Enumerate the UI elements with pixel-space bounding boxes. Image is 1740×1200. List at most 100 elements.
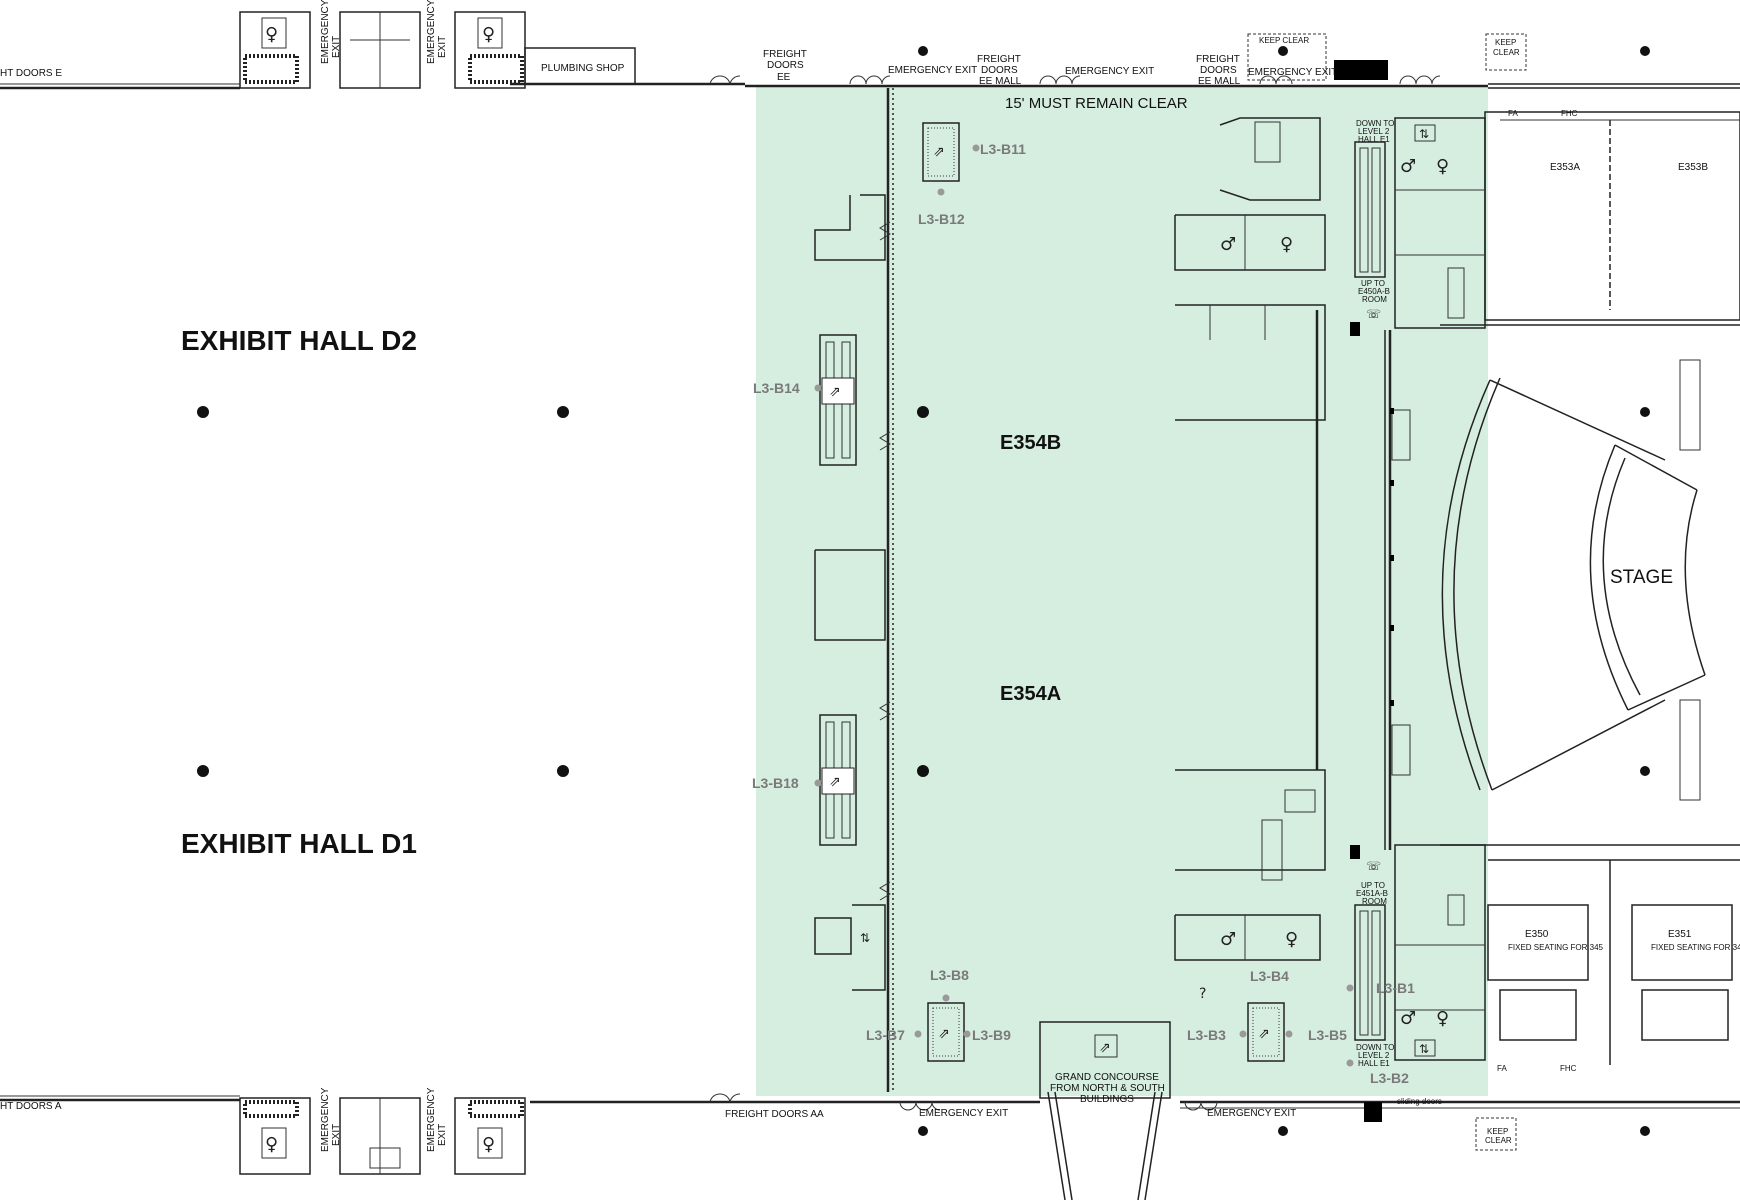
down-top-1: DOWN TO [1356, 119, 1394, 128]
svg-text:♀: ♀ [1436, 1008, 1449, 1029]
column-icon [917, 406, 929, 418]
exit-top-2: EXIT [437, 36, 448, 58]
grand-concourse-1: GRAND CONCOURSE [1055, 1072, 1159, 1083]
room-e353a: E353A [1550, 162, 1580, 173]
down-bot-2: LEVEL 2 [1358, 1051, 1390, 1060]
emergency-exit-bot-1: EMERGENCY [320, 1087, 331, 1152]
info-icon: ? [1199, 986, 1206, 1002]
svg-text:♂: ♂ [1400, 1008, 1416, 1029]
svg-text:♀: ♀ [265, 24, 278, 45]
freight-ee-mall-3: EE MALL [979, 76, 1022, 87]
booth-l3-b8: L3-B8 [930, 967, 969, 983]
highlight-zone [756, 86, 1488, 1096]
grand-concourse-2: FROM NORTH & SOUTH [1050, 1083, 1165, 1094]
down-top-3: HALL E1 [1358, 135, 1390, 144]
down-bot-1: DOWN TO [1356, 1043, 1394, 1052]
column-icon [1640, 1126, 1650, 1136]
booth-l3-b2: L3-B2 [1370, 1070, 1409, 1086]
restroom-icon: ♀ ♀ ♀ ♀ ♂ ♀ ♂ ♀ ♂ ♀ ♂ ♀ [265, 24, 1449, 1155]
up-top-3: ROOM [1362, 295, 1387, 304]
columns [197, 46, 1650, 1136]
booth-l3-b18: L3-B18 [752, 775, 799, 791]
svg-text:♀: ♀ [1285, 929, 1298, 950]
freight-doors-ee-2: DOORS [767, 60, 804, 71]
elevator-icon: ⇅ ⇅ ⇅ [860, 127, 1429, 1056]
booth-l3-b4: L3-B4 [1250, 968, 1289, 984]
column-icon [917, 765, 929, 777]
fa-bottom: FA [1497, 1064, 1507, 1073]
room-e350-note: FIXED SEATING FOR 345 [1508, 943, 1604, 952]
fa-top-right: FA [1508, 109, 1518, 118]
fhc-top-right: FHC [1561, 109, 1578, 118]
column-icon [1640, 46, 1650, 56]
exit-bot-1: EXIT [331, 1124, 342, 1146]
booth-dots [814, 144, 1354, 1067]
emergency-exit-top-1: EMERGENCY [320, 0, 331, 64]
column-icon [1278, 1126, 1288, 1136]
freight-ee-mall-b2: DOORS [1200, 65, 1237, 76]
booth-l3-b14: L3-B14 [753, 380, 800, 396]
room-e351: E351 [1668, 929, 1692, 940]
column-icon [197, 765, 209, 777]
emergency-exit-bot-3: EMERGENCY EXIT [919, 1108, 1008, 1119]
sliding-doors-label: sliding doors [1397, 1097, 1442, 1106]
column-icon [918, 1126, 928, 1136]
svg-text:⇅: ⇅ [860, 931, 870, 945]
keep-clear-right-b: CLEAR [1493, 48, 1520, 57]
keep-clear-bot-b: CLEAR [1485, 1136, 1512, 1145]
freight-ee-mall-2: DOORS [981, 65, 1018, 76]
column-icon [557, 406, 569, 418]
svg-text:⇗: ⇗ [829, 774, 841, 790]
freight-ee-mall-1: FREIGHT [977, 54, 1021, 65]
svg-text:⇗: ⇗ [933, 144, 945, 160]
freight-ee-mall-b3: EE MALL [1198, 76, 1241, 87]
svg-text:♀: ♀ [265, 1134, 278, 1155]
column-icon [197, 406, 209, 418]
svg-text:?: ? [1199, 986, 1206, 1002]
column-icon [918, 46, 928, 56]
svg-text:⇗: ⇗ [1258, 1026, 1270, 1042]
svg-text:♀: ♀ [482, 24, 495, 45]
emergency-exit-top-3: EMERGENCY EXIT [888, 65, 977, 76]
down-top-2: LEVEL 2 [1358, 127, 1390, 136]
phone-icon: ☏ ☏ [1366, 307, 1381, 873]
svg-text:♂: ♂ [1220, 929, 1236, 950]
bottom-left-core [239, 1097, 526, 1175]
e354-stairs [922, 122, 1285, 1062]
freight-ee-mall-b1: FREIGHT [1196, 54, 1240, 65]
column-icon [1278, 46, 1288, 56]
booth-l3-b1: L3-B1 [1376, 980, 1415, 996]
exit-top-1: EXIT [331, 36, 342, 58]
freight-doors-ee-3: EE [777, 72, 791, 83]
booth-l3-b11: L3-B11 [980, 141, 1026, 157]
freight-doors-ee-1: FREIGHT [763, 49, 807, 60]
rooms-e350-e351 [1487, 859, 1740, 1065]
svg-text:♂: ♂ [1400, 156, 1416, 177]
hall-d2-label: EXHIBIT HALL D2 [181, 325, 417, 356]
east-corridor [1350, 322, 1411, 859]
freight-doors-aa-label: FREIGHT DOORS AA [725, 1109, 824, 1120]
emergency-exit-top-4: EMERGENCY EXIT [1065, 66, 1154, 77]
down-bot-3: HALL E1 [1358, 1059, 1390, 1068]
room-e350: E350 [1525, 929, 1549, 940]
east-cores [1354, 117, 1486, 1061]
svg-text:⇅: ⇅ [1419, 1042, 1429, 1056]
svg-text:⇗: ⇗ [829, 384, 841, 400]
up-top-1: UP TO [1361, 279, 1385, 288]
up-bot-2: E451A-B [1356, 889, 1388, 898]
svg-text:☏: ☏ [1366, 859, 1381, 873]
column-icon [1640, 407, 1650, 417]
booth-l3-b7: L3-B7 [866, 1027, 905, 1043]
e354-east-wall [1174, 117, 1326, 961]
up-bot-1: UP TO [1361, 881, 1385, 890]
emergency-exit-top-5: EMERGENCY EXIT [1248, 67, 1337, 78]
booth-l3-b5: L3-B5 [1308, 1027, 1347, 1043]
svg-text:⇅: ⇅ [1419, 127, 1429, 141]
svg-text:♀: ♀ [482, 1134, 495, 1155]
room-e351-note: FIXED SEATING FOR 345 [1651, 943, 1740, 952]
exit-bot-2: EXIT [437, 1124, 448, 1146]
hall-d1-label: EXHIBIT HALL D1 [181, 828, 417, 859]
booth-l3-b12: L3-B12 [918, 211, 965, 227]
fhc-bottom: FHC [1560, 1064, 1577, 1073]
